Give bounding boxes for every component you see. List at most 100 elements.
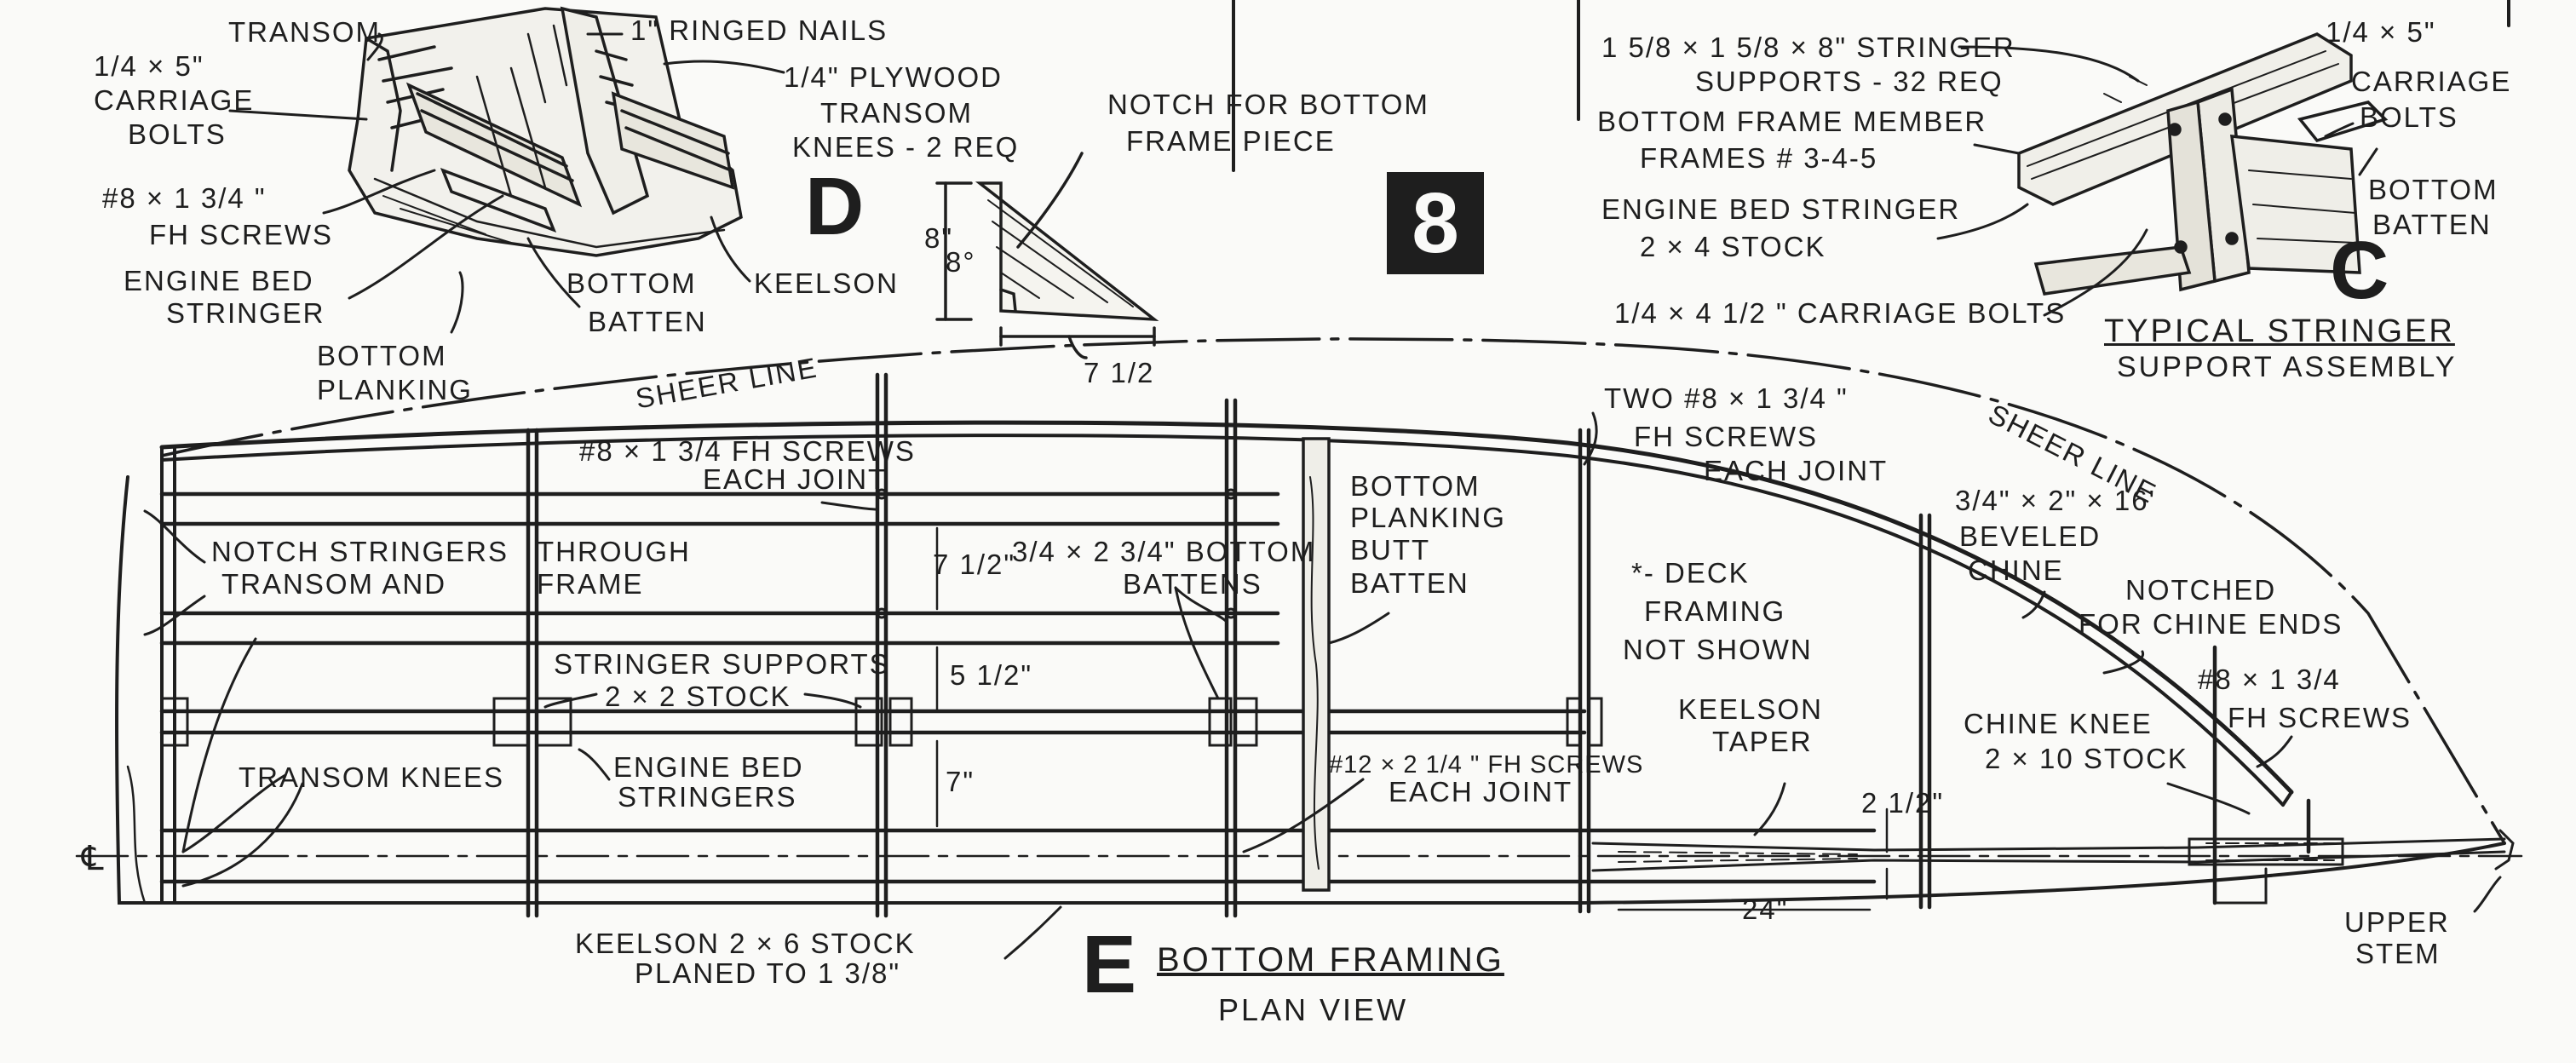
label-two-screws: TWO #8 × 1 3/4 " — [1604, 382, 1849, 414]
plan-view-subtitle: PLAN VIEW — [1218, 992, 1409, 1027]
dim-2-5: 2 1/2" — [1861, 787, 1945, 819]
label-12-screws: #12 × 2 1/4 " FH SCREWS — [1329, 751, 1644, 779]
notch-detail-triangle — [935, 152, 1159, 359]
frames — [526, 372, 2311, 918]
label-ringed-nails: 1" RINGED NAILS — [630, 14, 888, 46]
label-butt-batten-batten: BATTEN — [1350, 567, 1469, 599]
label-stringer-supports: STRINGER SUPPORTS — [554, 648, 890, 680]
label-screws-joint: #8 × 1 3/4 FH SCREWS — [579, 435, 916, 467]
label-deck-framing: FRAMING — [1644, 595, 1786, 627]
butt-batten — [1302, 437, 1331, 892]
label-plywood-knees: KNEES - 2 REQ — [792, 131, 1020, 163]
label-butt-batten-bottom: BOTTOM — [1350, 470, 1481, 502]
label-engine-bed-stringers: ENGINE BED — [613, 751, 804, 783]
label-transom: TRANSOM — [228, 16, 381, 48]
centerline-symbol: ℄ — [82, 840, 104, 877]
label-fh-screws: FH SCREWS — [149, 219, 333, 250]
detail-c-subtitle: SUPPORT ASSEMBLY — [2117, 351, 2458, 383]
label-through: THROUGH — [537, 536, 691, 567]
label-carriage-bolts-bolts: BOLTS — [128, 118, 227, 150]
label-keelson-taper-2: TAPER — [1712, 726, 1813, 757]
label-transom-knees: TRANSOM KNEES — [239, 761, 505, 793]
label-bottom-frame-frames: FRAMES # 3-4-5 — [1640, 142, 1878, 174]
label-chine: CHINE — [1968, 554, 2064, 586]
label-screws-joint-2: EACH JOINT — [703, 463, 888, 495]
label-two-screws-joint: EACH JOINT — [1704, 455, 1889, 486]
label-carriage-bolts-4-5: 1/4 × 4 1/2 " CARRIAGE BOLTS — [1614, 297, 2067, 329]
label-fh-screws-right: FH SCREWS — [2228, 702, 2412, 733]
label-notch-title: NOTCH FOR BOTTOM — [1107, 89, 1429, 120]
label-carriage-bolts-5-size: 1/4 × 5" — [2326, 16, 2436, 48]
detail-d-leaders — [228, 32, 785, 334]
label-notch-stringers: NOTCH STRINGERS — [211, 536, 509, 567]
detail-c-title: TYPICAL STRINGER — [2104, 313, 2455, 349]
detail-d-illustration — [348, 6, 743, 257]
plan-view-title: BOTTOM FRAMING — [1157, 941, 1504, 979]
detail-d-letter: D — [805, 161, 865, 252]
label-fh-screws-size: #8 × 1 3/4 " — [102, 182, 267, 214]
label-bottom-battens-2: BATTENS — [1123, 568, 1262, 600]
panel-number-badge: 8 — [1387, 172, 1484, 274]
label-12-screws-joint: EACH JOINT — [1389, 776, 1573, 807]
label-bottom-batten-c-2: BATTEN — [2372, 209, 2492, 240]
label-carriage-bolts-5-bolts: BOLTS — [2360, 101, 2458, 133]
label-notch-title-2: FRAME PIECE — [1126, 125, 1336, 157]
label-bottom-planking-2: PLANKING — [317, 374, 473, 405]
plan-view-letter: E — [1082, 919, 1137, 1010]
keelson-taper — [1591, 829, 2515, 905]
label-engine-bed-stock-c: 2 × 4 STOCK — [1640, 231, 1826, 262]
panel-dividers — [1232, 0, 2510, 172]
label-plywood-transom: TRANSOM — [820, 97, 973, 129]
label-fh-screws-size-right: #8 × 1 3/4 — [2198, 664, 2341, 695]
label-bottom-batten-c: BOTTOM — [2368, 174, 2498, 205]
label-bottom-battens: 3/4 × 2 3/4" BOTTOM — [1012, 536, 1316, 567]
label-bottom-frame-member: BOTTOM FRAME MEMBER — [1597, 106, 1987, 137]
label-butt-batten-butt: BUTT — [1350, 534, 1431, 566]
detail-c-letter: C — [2330, 225, 2389, 316]
label-chine-beveled: BEVELED — [1959, 520, 2102, 552]
dimension-lines — [935, 526, 1889, 911]
label-notch-transom-and: TRANSOM AND — [221, 568, 447, 600]
label-stringer-supports-req: SUPPORTS - 32 REQ — [1695, 66, 2004, 97]
label-butt-batten-planking: PLANKING — [1350, 502, 1506, 533]
plan-view-leaders — [143, 411, 2502, 960]
label-notched: NOTCHED — [2125, 574, 2277, 606]
label-frame: FRAME — [537, 568, 644, 600]
label-keelson-taper: KEELSON — [1678, 693, 1823, 725]
hull-outline — [75, 337, 2523, 905]
label-engine-bed-stringer: STRINGER — [166, 297, 325, 329]
label-notch-length: 7 1/2 — [1084, 357, 1155, 388]
label-deck: *- DECK — [1631, 557, 1750, 589]
detail-c-illustration — [2017, 32, 2389, 296]
label-upper-stem-2: STEM — [2355, 938, 2441, 969]
label-chine-size: 3/4" × 2" × 16' — [1955, 485, 2156, 516]
label-bottom-planking: BOTTOM — [317, 340, 447, 371]
label-bottom-batten-2: BATTEN — [588, 306, 707, 337]
label-notched-chine-ends: FOR CHINE ENDS — [2079, 608, 2343, 640]
dim-24: 24" — [1742, 893, 1789, 925]
label-keelson-planed: PLANED TO 1 3/8" — [635, 957, 901, 989]
label-chine-knee-stock: 2 × 10 STOCK — [1985, 743, 2188, 774]
label-keelson-d: KEELSON — [754, 267, 899, 299]
label-carriage-bolts-size: 1/4 × 5" — [94, 50, 204, 82]
label-carriage-bolts-5-word: CARRIAGE — [2351, 66, 2512, 97]
label-chine-knee: CHINE KNEE — [1964, 708, 2153, 739]
label-plywood: 1/4" PLYWOOD — [784, 61, 1003, 93]
label-two-screws-fh: FH SCREWS — [1634, 421, 1818, 452]
label-keelson-stock: KEELSON 2 × 6 STOCK — [575, 928, 916, 959]
dim-spacing-1: 7 1/2" — [933, 549, 1016, 580]
label-carriage-bolts-word: CARRIAGE — [94, 84, 255, 116]
label-notch-height: 8" — [924, 222, 954, 254]
label-notch-angle: 8° — [946, 246, 976, 278]
detail-c-leaders — [1936, 45, 2378, 317]
dim-spacing-3: 7" — [946, 766, 975, 797]
label-stringer-supports-size: 1 5/8 × 1 5/8 × 8" STRINGER — [1601, 32, 2015, 63]
label-engine-bed-stringer-c: ENGINE BED STRINGER — [1601, 193, 1961, 225]
label-deck-not-shown: NOT SHOWN — [1623, 634, 1813, 665]
label-engine-bed-stringers-2: STRINGERS — [618, 781, 797, 813]
label-stringer-supports-stock: 2 × 2 STOCK — [605, 681, 791, 712]
dim-spacing-2: 5 1/2" — [950, 659, 1033, 691]
stringer-supports — [160, 488, 1603, 747]
